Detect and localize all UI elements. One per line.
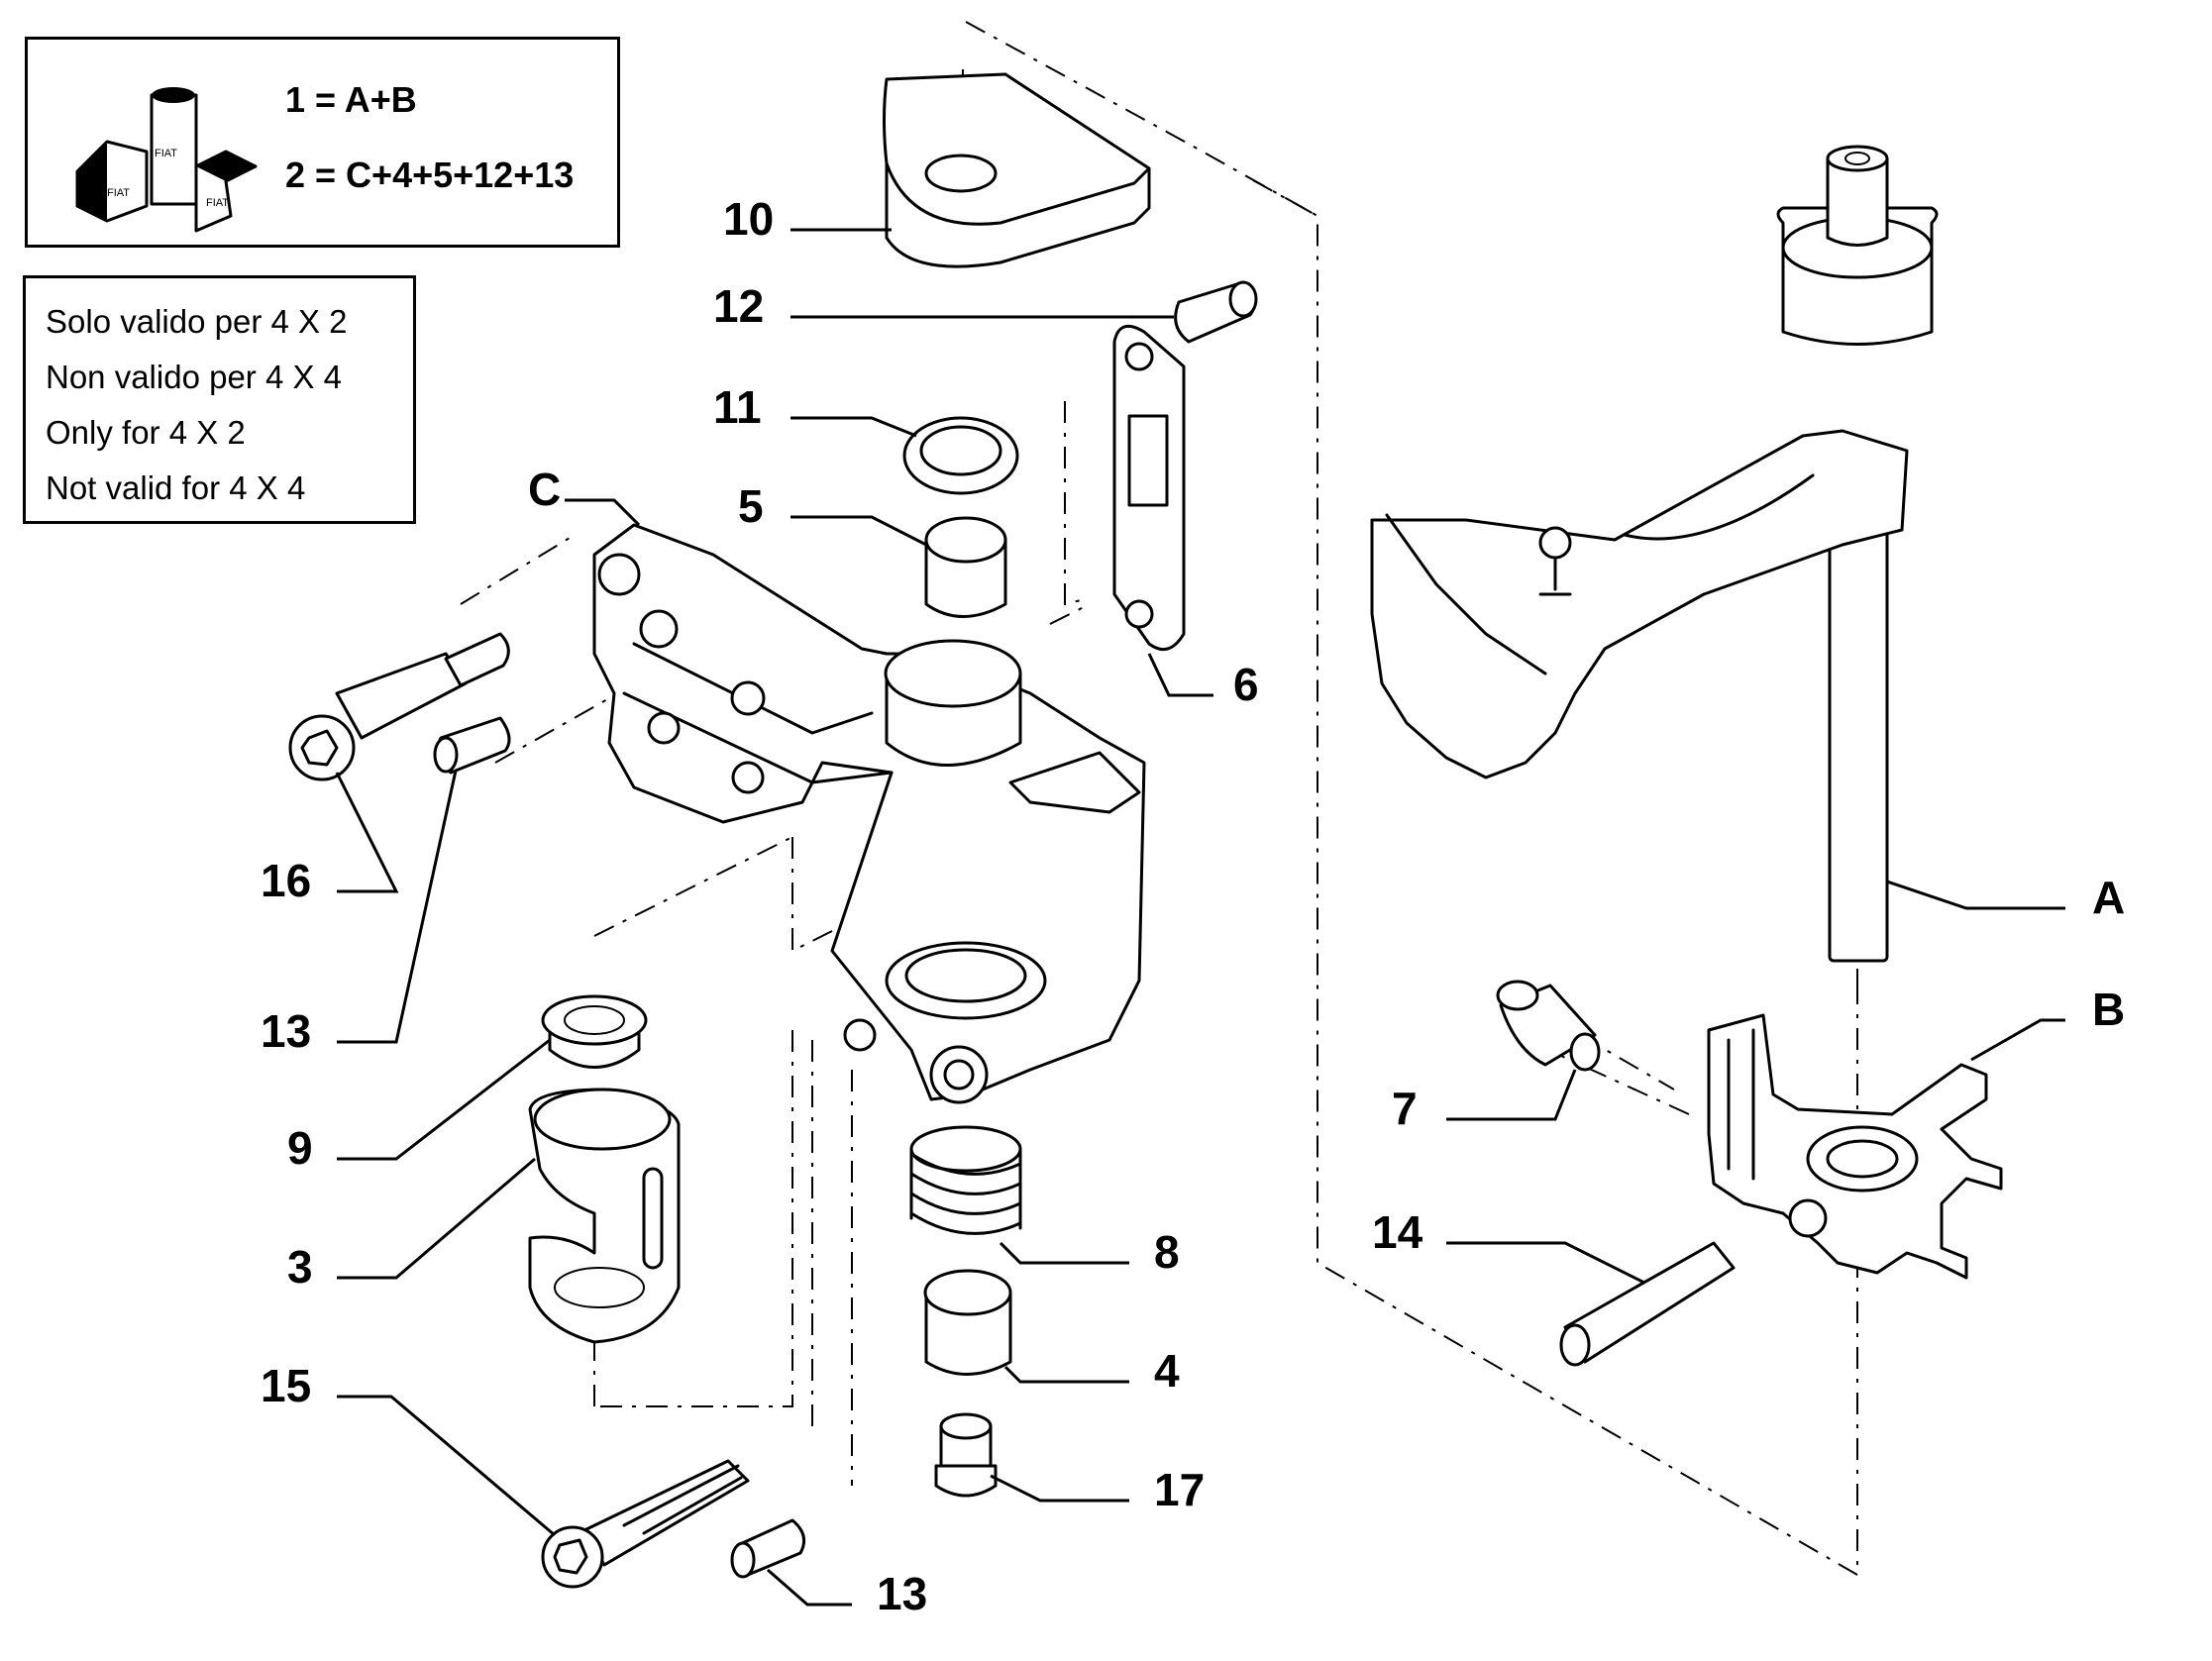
callout-14: 14 — [1372, 1206, 1423, 1258]
part-9-plug — [541, 994, 648, 1069]
part-17-plug — [934, 1412, 998, 1498]
legend-entry: 2 = C+4+5+12+13 — [285, 155, 575, 195]
callout-8: 8 — [1154, 1226, 1180, 1278]
legend-box: FIAT FIAT FIAT 1 = A+B 2 = C+4+5+12+13 — [25, 37, 620, 248]
callout-7: 7 — [1392, 1083, 1418, 1134]
legend-entry: 1 = A+B — [285, 79, 417, 120]
part-15-bolt — [541, 1459, 750, 1589]
part-8-spring — [909, 1125, 1022, 1235]
note-line: Solo valido per 4 X 2 — [46, 303, 348, 340]
callout-11: 11 — [713, 381, 762, 433]
part-3-sleeve — [528, 1088, 681, 1344]
svg-text:FIAT: FIAT — [155, 148, 177, 159]
part-A-shaft-lever — [1370, 145, 1939, 963]
part-11-ring — [902, 416, 1019, 495]
kit-icon: FIAT FIAT FIAT — [75, 87, 258, 233]
part-C-housing — [592, 523, 1146, 1104]
part-13-pin-lower — [730, 1518, 806, 1579]
part-16-bolt — [288, 632, 510, 781]
part-14-pin — [1559, 1241, 1736, 1367]
part-4-bushing — [923, 1269, 1012, 1376]
svg-text:FIAT: FIAT — [206, 197, 229, 209]
part-5-bushing — [924, 516, 1007, 618]
callout-6: 6 — [1233, 659, 1259, 710]
callout-10: 10 — [723, 193, 774, 245]
callout-9: 9 — [287, 1122, 313, 1174]
part-B-fork — [1707, 1013, 2003, 1280]
note-line: Not valid for 4 X 4 — [46, 469, 306, 506]
part-10-cover — [883, 72, 1151, 268]
callout-C: C — [528, 464, 561, 515]
callout-13-upper: 13 — [261, 1005, 311, 1057]
callout-4: 4 — [1154, 1345, 1180, 1397]
note-line: Non valido per 4 X 4 — [46, 359, 343, 395]
callout-3: 3 — [287, 1241, 313, 1293]
callout-12: 12 — [713, 280, 764, 332]
part-13-pin-upper — [433, 716, 511, 775]
callout-16: 16 — [261, 855, 311, 906]
part-6-gasket — [1112, 324, 1186, 652]
svg-text:FIAT: FIAT — [107, 187, 130, 199]
callout-B: B — [2092, 984, 2125, 1035]
part-12-pin — [1174, 280, 1258, 344]
callout-A: A — [2092, 872, 2125, 923]
note-line: Only for 4 X 2 — [46, 414, 246, 451]
part-7-pin — [1496, 980, 1601, 1072]
callout-15: 15 — [261, 1360, 311, 1411]
callout-13-lower: 13 — [877, 1568, 927, 1619]
validity-note: Solo valido per 4 X 2 Non valido per 4 X… — [23, 275, 416, 524]
callout-17: 17 — [1154, 1464, 1205, 1515]
callout-5: 5 — [738, 480, 764, 532]
leader-lines — [335, 228, 2065, 1607]
